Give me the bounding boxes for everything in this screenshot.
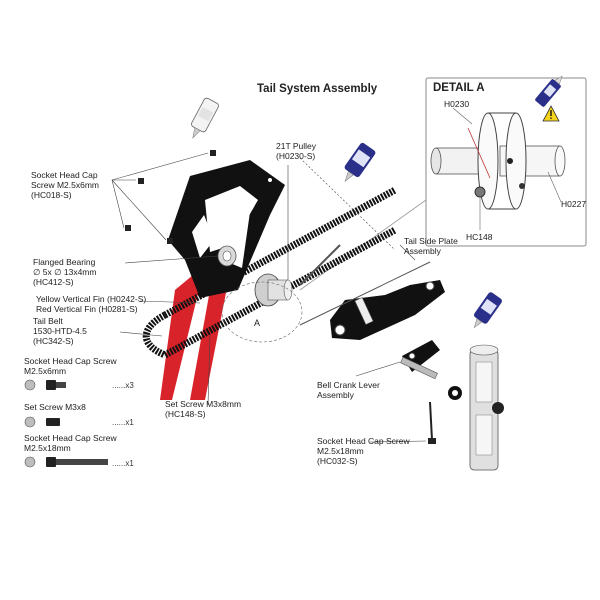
callout-line: Assembly xyxy=(317,390,354,400)
parts-list-item: Socket Head Cap Screw M2.5x18mm xyxy=(24,433,117,453)
parts-list-item: Socket Head Cap Screw M2.5x6mm xyxy=(24,356,117,376)
screws xyxy=(125,150,436,444)
callout-line: (HC032-S) xyxy=(317,456,358,466)
callout-line: (HC148-S) xyxy=(165,409,206,419)
callout-tail-side-plate: Tail Side Plate Assembly xyxy=(404,236,458,256)
detail-a-marker xyxy=(221,281,303,343)
blue-glue-bottle-icon xyxy=(344,142,376,183)
callout-line: Socket Head Cap xyxy=(31,170,98,180)
callout-line: (HC412-S) xyxy=(33,277,74,287)
warning-icon xyxy=(542,105,560,122)
blue-glue-bottle-icon-2 xyxy=(473,292,502,329)
callout-line: 1530-HTD-4.5 xyxy=(33,326,87,336)
tail-pulley xyxy=(254,273,293,307)
callout-line: Assembly xyxy=(404,246,441,256)
callout-set-screw: Set Screw M3x8mm (HC148-S) xyxy=(165,399,241,419)
part-name-line: Socket Head Cap Screw xyxy=(24,433,117,443)
leader-lines xyxy=(111,152,427,443)
detail-a-leader xyxy=(299,199,427,291)
detail-label-h0230: H0230 xyxy=(444,99,470,109)
detail-a-pulley-illustration xyxy=(430,112,566,210)
callout-bell-crank: Bell Crank Lever Assembly xyxy=(317,380,380,400)
parts-list-item: Set Screw M3x8 xyxy=(24,402,86,412)
part-name-line: M2.5x18mm xyxy=(24,443,71,453)
detail-glue-bottle-icon xyxy=(535,75,563,107)
part-name-line: Set Screw M3x8 xyxy=(24,402,86,412)
point-a-label: A xyxy=(254,318,261,328)
callout-line: M2.5x18mm xyxy=(317,446,364,456)
part-qty: ......x1 xyxy=(112,459,134,468)
callout-line: (HC342-S) xyxy=(33,336,74,346)
white-glue-bottle-icon xyxy=(191,97,219,139)
callout-line: Bell Crank Lever xyxy=(317,380,380,390)
callout-line: Tail Belt xyxy=(33,316,63,326)
part-qty: ......x3 xyxy=(112,381,134,390)
tail-side-plate xyxy=(299,244,445,340)
callout-line: Red Vertical Fin (H0281-S) xyxy=(36,304,138,314)
part-name-line: M2.5x6mm xyxy=(24,366,67,376)
detail-a-title: DETAIL A xyxy=(433,82,485,94)
callout-line: Screw M2.5x6mm xyxy=(31,180,100,190)
flanged-bearing xyxy=(217,245,237,267)
callout-line: Yellow Vertical Fin (H0242-S) xyxy=(36,294,147,304)
tail-hub xyxy=(448,344,504,471)
callout-line: Socket Head Cap Screw xyxy=(317,436,410,446)
page-title: Tail System Assembly xyxy=(257,83,378,95)
callout-socket-screw-m2-5x6: Socket Head Cap Screw M2.5x6mm (HC018-S) xyxy=(31,170,99,200)
callout-line: (H0230-S) xyxy=(276,151,316,161)
callout-vertical-fins: Yellow Vertical Fin (H0242-S) Red Vertic… xyxy=(36,294,146,314)
callout-line: Tail Side Plate xyxy=(404,236,458,246)
tail-belt xyxy=(142,186,397,359)
callout-tail-belt: Tail Belt 1530-HTD-4.5 (HC342-S) xyxy=(33,316,87,346)
bell-crank-lever xyxy=(400,340,440,380)
detail-label-hc148: HC148 xyxy=(466,232,493,242)
callout-line: Flanged Bearing xyxy=(33,257,96,267)
callout-line: 21T Pulley xyxy=(276,141,317,151)
part-name-line: Socket Head Cap Screw xyxy=(24,356,117,366)
callout-21t-pulley: 21T Pulley (H0230-S) xyxy=(276,141,316,161)
parts-list-icons xyxy=(24,379,108,468)
detail-label-h0227: H0227 xyxy=(561,199,587,209)
callout-line: ∅ 5x ∅ 13x4mm xyxy=(33,267,97,277)
callout-line: (HC018-S) xyxy=(31,190,72,200)
callout-socket-screw-m2-5x18: Socket Head Cap Screw M2.5x18mm (HC032-S… xyxy=(317,436,410,466)
callout-flanged-bearing: Flanged Bearing ∅ 5x ∅ 13x4mm (HC412-S) xyxy=(33,257,96,287)
callout-line: Set Screw M3x8mm xyxy=(165,399,242,409)
part-qty: ......x1 xyxy=(112,418,134,427)
